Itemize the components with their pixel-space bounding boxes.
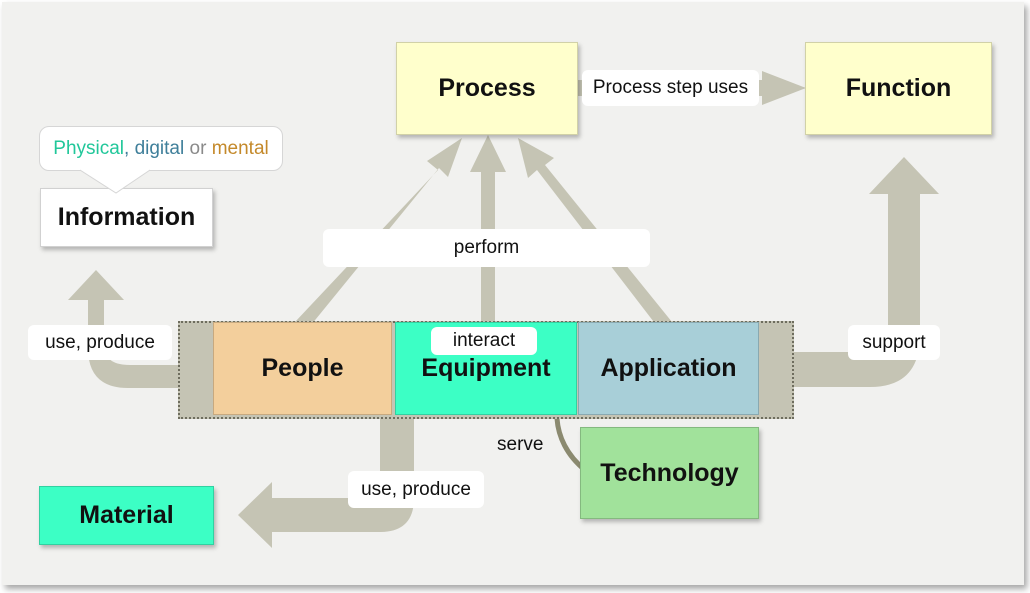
information-box-label: Information	[57, 203, 196, 231]
callout-digital: digital	[134, 137, 185, 159]
arrow-use-produce-material	[238, 410, 414, 548]
application-box: Application	[578, 322, 759, 415]
label-interact: interact	[431, 327, 537, 355]
label-perform: perform	[323, 229, 650, 267]
information-box: Information	[40, 188, 213, 247]
callout-comma: ,	[124, 137, 130, 159]
material-box: Material	[39, 486, 214, 545]
label-use-produce-bottom: use, produce	[348, 471, 484, 508]
process-box: Process	[396, 42, 578, 135]
function-box: Function	[805, 42, 992, 135]
people-box: People	[213, 322, 392, 415]
information-type-callout: Physical, digital or mental	[39, 126, 283, 171]
label-support: support	[848, 325, 940, 360]
label-use-produce-left: use, produce	[28, 325, 172, 360]
people-box-label: People	[261, 354, 344, 382]
application-box-label: Application	[600, 354, 737, 382]
equipment-box-label: Equipment	[421, 354, 551, 382]
function-box-label: Function	[845, 74, 952, 102]
callout-pointer	[80, 169, 150, 194]
technology-box-label: Technology	[600, 458, 739, 487]
material-box-label: Material	[79, 501, 174, 529]
process-box-label: Process	[438, 74, 536, 102]
label-serve: serve	[497, 434, 544, 455]
callout-mental: mental	[211, 137, 269, 159]
arrow-equipment-to-process	[470, 135, 506, 322]
callout-physical: Physical	[53, 137, 125, 159]
technology-box: Technology	[580, 427, 759, 519]
callout-or: or	[189, 137, 207, 159]
label-process-step-uses: Process step uses	[582, 70, 759, 106]
